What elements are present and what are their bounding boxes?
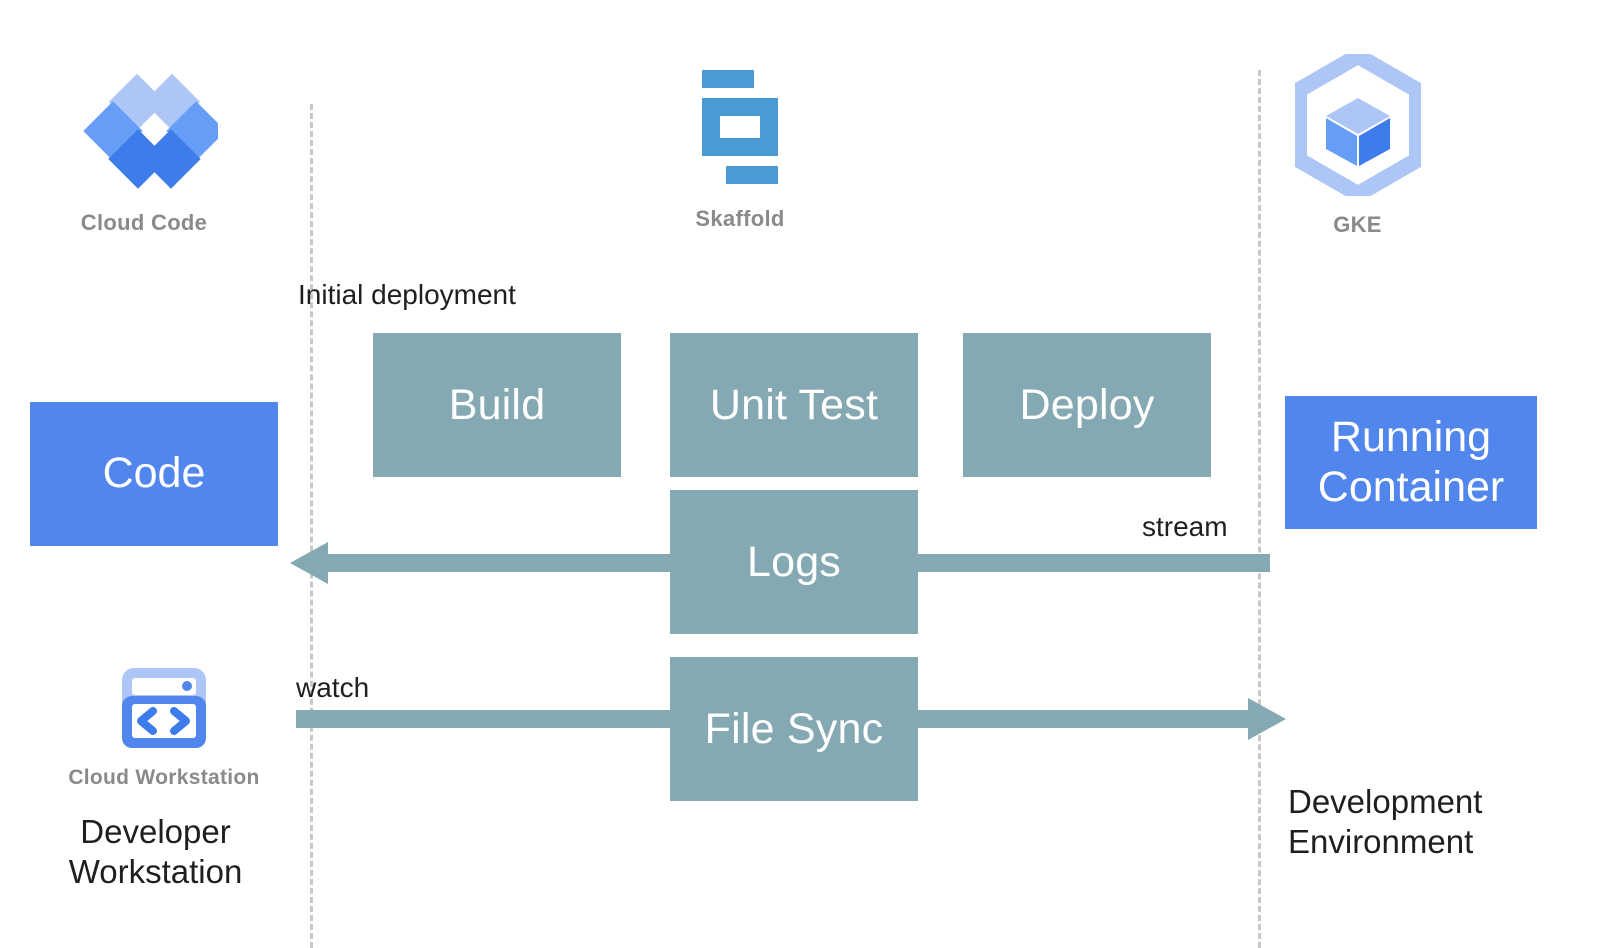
logo-caption-cloud-code: Cloud Code: [80, 210, 208, 235]
cloud-code-diamonds-icon: [83, 73, 218, 189]
boundary-line-left: [310, 104, 313, 948]
developer-workstation-line-2: Workstation: [68, 853, 243, 891]
skaffold-logo-icon: [702, 70, 778, 184]
endpoint-box-running-container-label: Running Container: [1318, 413, 1504, 511]
zone-caption-development-environment: Development Environment: [1288, 782, 1558, 863]
stage-box-build-label: Build: [448, 380, 546, 429]
stage-box-unit-test[interactable]: Unit Test: [670, 333, 918, 477]
endpoint-box-code-label: Code: [102, 449, 206, 498]
development-environment-line-1: Development: [1288, 783, 1483, 820]
development-environment-line-2: Environment: [1288, 823, 1474, 861]
stage-box-file-sync-label: File Sync: [704, 704, 884, 753]
logo-group-skaffold: Skaffold: [645, 66, 835, 232]
boundary-line-right: [1258, 70, 1261, 948]
running-container-line-1: Running: [1330, 413, 1492, 462]
logo-group-gke: GKE: [1270, 54, 1445, 238]
stage-box-deploy[interactable]: Deploy: [963, 333, 1211, 477]
developer-workstation-line-1: Developer: [80, 813, 231, 850]
stage-box-file-sync[interactable]: File Sync: [670, 657, 918, 801]
edge-label-stream: stream: [1142, 511, 1228, 542]
gke-hexagon-cube-icon: [1294, 54, 1421, 196]
edge-label-initial-deployment: Initial deployment: [298, 279, 516, 310]
endpoint-box-running-container[interactable]: Running Container: [1285, 396, 1537, 529]
logo-caption-gke: GKE: [1333, 212, 1382, 237]
endpoint-box-code[interactable]: Code: [30, 402, 278, 546]
logo-group-cloud-code: Cloud Code: [44, 72, 244, 236]
edge-label-watch: watch: [296, 672, 370, 703]
logo-caption-skaffold: Skaffold: [695, 206, 785, 231]
stage-box-logs[interactable]: Logs: [670, 490, 918, 634]
stage-box-unit-test-label: Unit Test: [709, 380, 879, 429]
stage-box-logs-label: Logs: [746, 537, 842, 586]
running-container-line-2: Container: [1317, 462, 1505, 511]
zone-caption-developer-workstation: Developer Workstation: [28, 812, 283, 893]
logo-group-cloud-workstation: Cloud Workstation: [58, 660, 270, 790]
logo-caption-cloud-workstation: Cloud Workstation: [68, 766, 260, 789]
cloud-workstation-window-icon: [122, 668, 206, 748]
stage-box-deploy-label: Deploy: [1019, 380, 1155, 429]
stage-box-build[interactable]: Build: [373, 333, 621, 477]
